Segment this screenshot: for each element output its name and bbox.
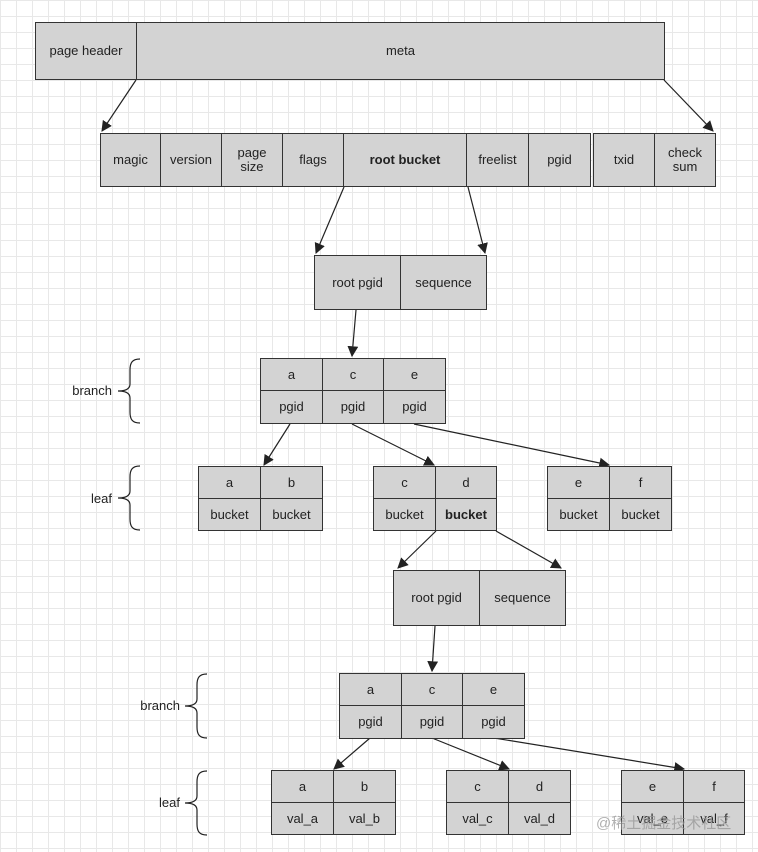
brace-leaf-2 bbox=[184, 770, 208, 836]
meta-field-txid: txid bbox=[593, 133, 655, 187]
meta-field-page-size: page size bbox=[221, 133, 283, 187]
meta-field-magic: magic bbox=[100, 133, 161, 187]
brace-branch-1 bbox=[117, 358, 141, 424]
branch1-value-1: pgid bbox=[322, 390, 384, 424]
arrow-rootbucket-to-rootpgid bbox=[314, 186, 345, 254]
branch-label-1: branch bbox=[72, 383, 112, 398]
bucket-sequence-1: sequence bbox=[400, 255, 487, 310]
leaf-label-2: leaf bbox=[159, 795, 180, 810]
branch2-key-c: c bbox=[401, 673, 463, 706]
arrow-rootbucket-to-sequence bbox=[467, 186, 488, 255]
leaf1-node1-value-d: bucket bbox=[435, 498, 497, 531]
leaf2-node1-key-d: d bbox=[508, 770, 571, 803]
leaf2-node0-value-b: val_b bbox=[333, 802, 396, 835]
brace-branch-2 bbox=[184, 673, 208, 739]
meta-field-checksum: check sum bbox=[654, 133, 716, 187]
leaf1-node0-key-a: a bbox=[198, 466, 261, 499]
leaf2-node0-key-a: a bbox=[271, 770, 334, 803]
branch2-key-e: e bbox=[462, 673, 525, 706]
leaf1-node0-value-a: bucket bbox=[198, 498, 261, 531]
bucket-sequence-2: sequence bbox=[479, 570, 566, 626]
leaf1-node1-value-c: bucket bbox=[373, 498, 436, 531]
bucket-root-pgid-1: root pgid bbox=[314, 255, 401, 310]
branch2-key-a: a bbox=[339, 673, 402, 706]
branch2-value-2: pgid bbox=[462, 705, 525, 739]
bucket-root-pgid-2: root pgid bbox=[393, 570, 480, 626]
brace-leaf-1 bbox=[117, 465, 141, 531]
leaf2-node1-value-c: val_c bbox=[446, 802, 509, 835]
arrow-branch1-e bbox=[413, 423, 611, 469]
meta-field-root-bucket: root bucket bbox=[343, 133, 467, 187]
arrow-bucketd-to-rootpgid bbox=[397, 530, 437, 569]
arrow-page-to-checksum bbox=[663, 79, 714, 132]
leaf2-node1-key-c: c bbox=[446, 770, 509, 803]
leaf1-node0-value-b: bucket bbox=[260, 498, 323, 531]
arrow-rootpgid-to-branch1 bbox=[347, 309, 359, 358]
leaf2-node2-value-f: val_f bbox=[683, 802, 745, 835]
branch1-value-0: pgid bbox=[260, 390, 323, 424]
leaf2-node2-key-e: e bbox=[621, 770, 684, 803]
meta-field-freelist: freelist bbox=[466, 133, 529, 187]
arrow-branch2-e bbox=[493, 737, 686, 773]
arrow-bucketd-to-sequence bbox=[495, 530, 562, 569]
watermark: @稀土掘金技术社区 bbox=[596, 815, 732, 832]
leaf2-node1-value-d: val_d bbox=[508, 802, 571, 835]
branch-label-2: branch bbox=[140, 698, 180, 713]
arrow-branch1-c bbox=[351, 423, 435, 466]
leaf1-node1-key-d: d bbox=[435, 466, 497, 499]
leaf2-node0-value-a: val_a bbox=[271, 802, 334, 835]
leaf2-node0-key-b: b bbox=[333, 770, 396, 803]
branch1-key-e: e bbox=[383, 358, 446, 391]
leaf1-node2-key-e: e bbox=[547, 466, 610, 499]
page-header-cell: page header bbox=[35, 22, 137, 80]
arrow-branch2-c bbox=[431, 737, 511, 771]
leaf1-node0-key-b: b bbox=[260, 466, 323, 499]
meta-field-pgid: pgid bbox=[528, 133, 591, 187]
leaf1-node2-value-f: bucket bbox=[609, 498, 672, 531]
arrow-branch1-a bbox=[263, 423, 291, 466]
branch2-value-0: pgid bbox=[339, 705, 402, 739]
arrow-page-to-magic bbox=[101, 79, 137, 132]
leaf1-node2-value-e: bucket bbox=[547, 498, 610, 531]
arrow-branch2-a bbox=[333, 737, 371, 770]
branch1-key-c: c bbox=[322, 358, 384, 391]
leaf2-node2-key-f: f bbox=[683, 770, 745, 803]
leaf-label-1: leaf bbox=[91, 491, 112, 506]
arrow-rootpgid-to-branch2 bbox=[427, 625, 439, 673]
leaf1-node1-key-c: c bbox=[373, 466, 436, 499]
branch2-value-1: pgid bbox=[401, 705, 463, 739]
branch1-key-a: a bbox=[260, 358, 323, 391]
meta-field-flags: flags bbox=[282, 133, 344, 187]
meta-cell: meta bbox=[136, 22, 665, 80]
leaf1-node2-key-f: f bbox=[609, 466, 672, 499]
branch1-value-2: pgid bbox=[383, 390, 446, 424]
meta-field-version: version bbox=[160, 133, 222, 187]
